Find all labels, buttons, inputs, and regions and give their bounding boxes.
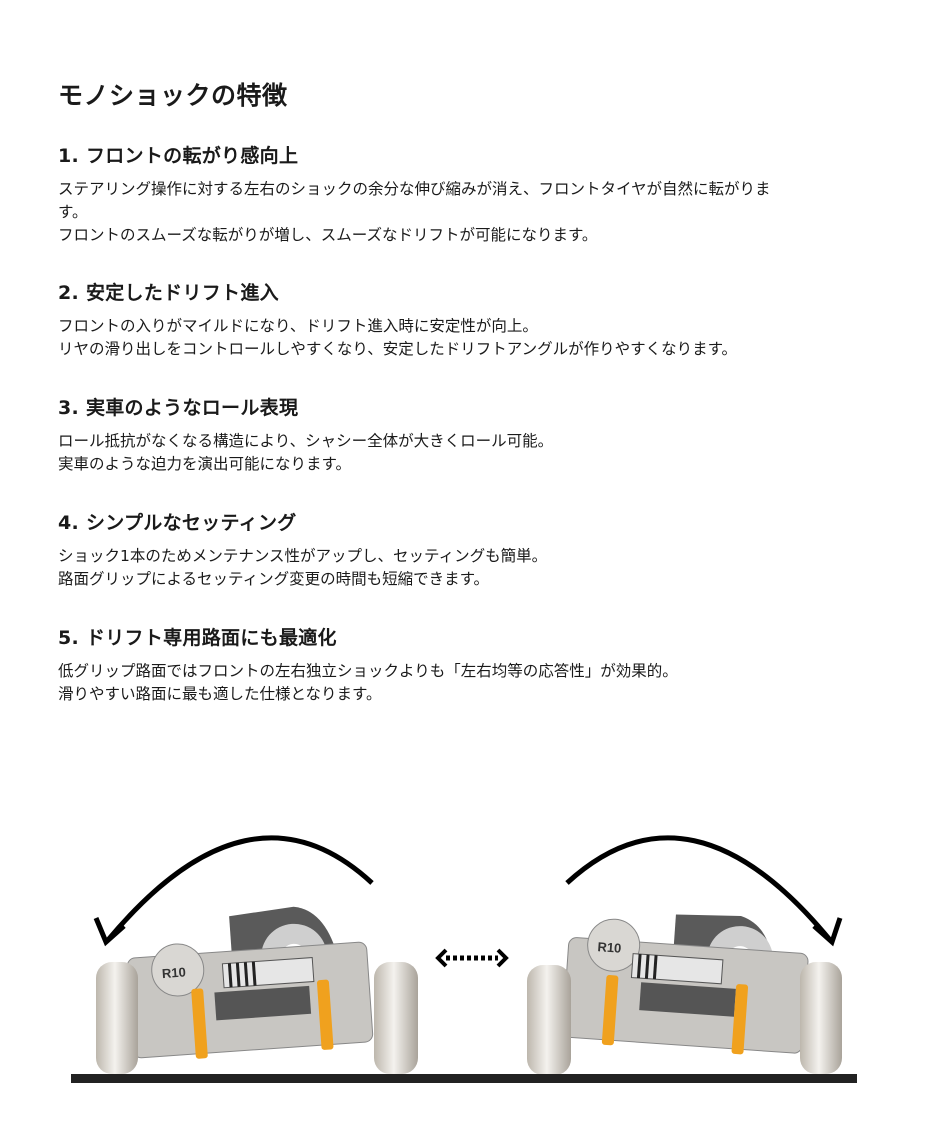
tire bbox=[96, 962, 138, 1074]
feature-section-4: 4. シンプルなセッティング ショック1本のためメンテナンス性がアップし、セッテ… bbox=[58, 508, 898, 591]
feature-heading: 3. 実車のようなロール表現 bbox=[58, 397, 299, 419]
feature-section-2: 2. 安定したドリフト進入 フロントの入りがマイルドになり、ドリフト進入時に安定… bbox=[58, 278, 898, 361]
roll-illustration: R10 R10 bbox=[71, 835, 857, 1083]
feature-text: ショック1本のためメンテナンス性がアップし、セッティングも簡単。 bbox=[58, 547, 548, 565]
roll-arrow-right-icon bbox=[565, 835, 832, 942]
feature-text: す。 bbox=[58, 203, 88, 221]
chassis-left: R10 bbox=[126, 906, 374, 1059]
feature-section-1: 1. フロントの転がり感向上 ステアリング操作に対する左右のショックの余分な伸び… bbox=[58, 141, 898, 247]
feature-text: フロントの入りがマイルドになり、ドリフト進入時に安定性が向上。 bbox=[58, 317, 538, 335]
page-title: モノショックの特徴 bbox=[58, 81, 288, 110]
car-label: R10 bbox=[161, 964, 186, 981]
feature-text: ロール抵抗がなくなる構造により、シャシー全体が大きくロール可能。 bbox=[58, 432, 554, 450]
feature-text: フロントのスムーズな転がりが増し、スムーズなドリフトが可能になります。 bbox=[58, 226, 598, 244]
car-label: R10 bbox=[597, 939, 622, 956]
chassis-right: R10 bbox=[562, 914, 809, 1055]
feature-text: 低グリップ路面ではフロントの左右独立ショックよりも「左右均等の応答性」が効果的。 bbox=[58, 662, 678, 680]
tire bbox=[800, 962, 842, 1074]
feature-heading: 5. ドリフト専用路面にも最適化 bbox=[58, 627, 337, 649]
tire bbox=[527, 965, 571, 1075]
swap-arrow-icon bbox=[435, 948, 509, 968]
arrowhead-left-icon bbox=[93, 917, 126, 947]
arrowhead-right-icon bbox=[812, 917, 843, 947]
feature-text: 路面グリップによるセッティング変更の時間も短縮できます。 bbox=[58, 570, 490, 588]
tire bbox=[374, 962, 418, 1074]
ground-line bbox=[71, 1074, 857, 1083]
feature-heading: 2. 安定したドリフト進入 bbox=[58, 282, 279, 304]
feature-text: 実車のような迫力を演出可能になります。 bbox=[58, 455, 351, 473]
feature-heading: 1. フロントの転がり感向上 bbox=[58, 145, 299, 167]
feature-text: 滑りやすい路面に最も適した仕様となります。 bbox=[58, 685, 382, 703]
feature-heading: 4. シンプルなセッティング bbox=[58, 512, 297, 534]
feature-section-5: 5. ドリフト専用路面にも最適化 低グリップ路面ではフロントの左右独立ショックよ… bbox=[58, 623, 898, 706]
feature-section-3: 3. 実車のようなロール表現 ロール抵抗がなくなる構造により、シャシー全体が大き… bbox=[58, 393, 898, 476]
feature-text: ステアリング操作に対する左右のショックの余分な伸び縮みが消え、フロントタイヤが自… bbox=[58, 180, 771, 198]
feature-text: リヤの滑り出しをコントロールしやすくなり、安定したドリフトアングルが作りやすくな… bbox=[58, 340, 738, 358]
roll-arrow-left-icon bbox=[106, 835, 374, 942]
